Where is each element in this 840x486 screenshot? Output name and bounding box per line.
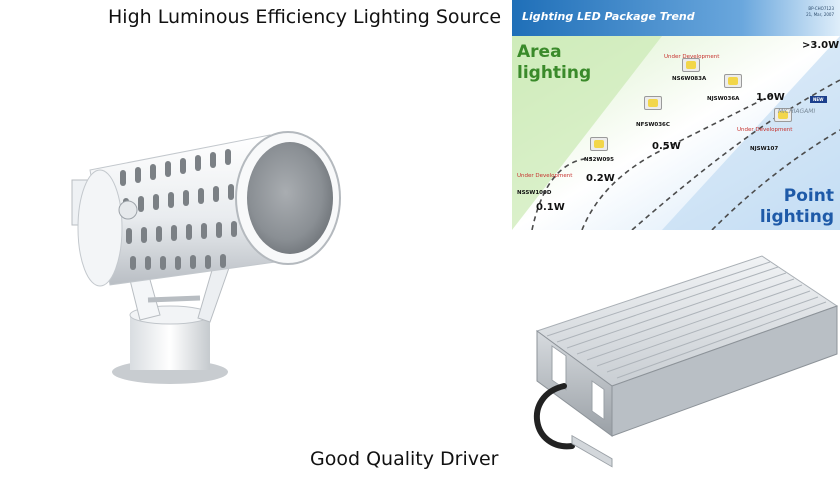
floodlight-image — [20, 110, 380, 400]
package-label: NJSW107 — [750, 146, 779, 152]
package-label: NFSW036C — [636, 122, 670, 128]
watt-label: >3.0W — [802, 40, 840, 51]
package-label: NS6W083A — [672, 76, 707, 82]
bottom-caption: Good Quality Driver — [310, 448, 499, 470]
slide-header: Lighting LED Package Trend BP-CHO7123 21… — [512, 0, 840, 36]
area-lighting-label: Area lighting — [517, 42, 591, 84]
area-lighting-line2: lighting — [517, 63, 592, 83]
under-development-note: Under Development — [664, 54, 720, 60]
slide-meta: BP-CHO7123 21, Mar, 2007 — [806, 6, 834, 18]
area-lighting-line1: Area — [517, 42, 562, 62]
led-chip-icon — [644, 96, 662, 110]
led-driver-image — [512, 236, 840, 482]
point-lighting-line1: Point — [783, 186, 834, 206]
led-chip-icon — [724, 74, 742, 88]
watt-label: 0.2W — [586, 173, 615, 184]
point-lighting-label: Point lighting — [760, 186, 834, 228]
top-caption: High Luminous Efficiency Lighting Source — [108, 6, 502, 28]
led-chip-icon — [774, 108, 792, 122]
under-development-note: Under Development — [737, 127, 793, 133]
slide-meta-id: BP-CHO7123 — [808, 6, 834, 11]
point-lighting-line2: lighting — [759, 207, 834, 227]
under-development-note: Under Development — [517, 173, 573, 179]
slide-meta-date: 21, Mar, 2007 — [806, 12, 834, 17]
new-badge: NEW — [810, 96, 827, 103]
slide-title: Lighting LED Package Trend — [522, 10, 695, 23]
package-label: NJSW036A — [707, 96, 740, 102]
watt-label: 0.1W — [536, 202, 565, 213]
led-package-trend-slide: Lighting LED Package Trend BP-CHO7123 21… — [512, 0, 840, 230]
package-label: NSSW100D — [517, 190, 552, 196]
led-chip-icon — [590, 137, 608, 151]
led-chip-icon — [682, 58, 700, 72]
package-label: NS2W095 — [584, 157, 614, 163]
watt-label: 1.0W — [756, 92, 785, 103]
watt-label: 0.5W — [652, 141, 681, 152]
michiagami-logo: MICHIAGAMI — [778, 108, 816, 115]
